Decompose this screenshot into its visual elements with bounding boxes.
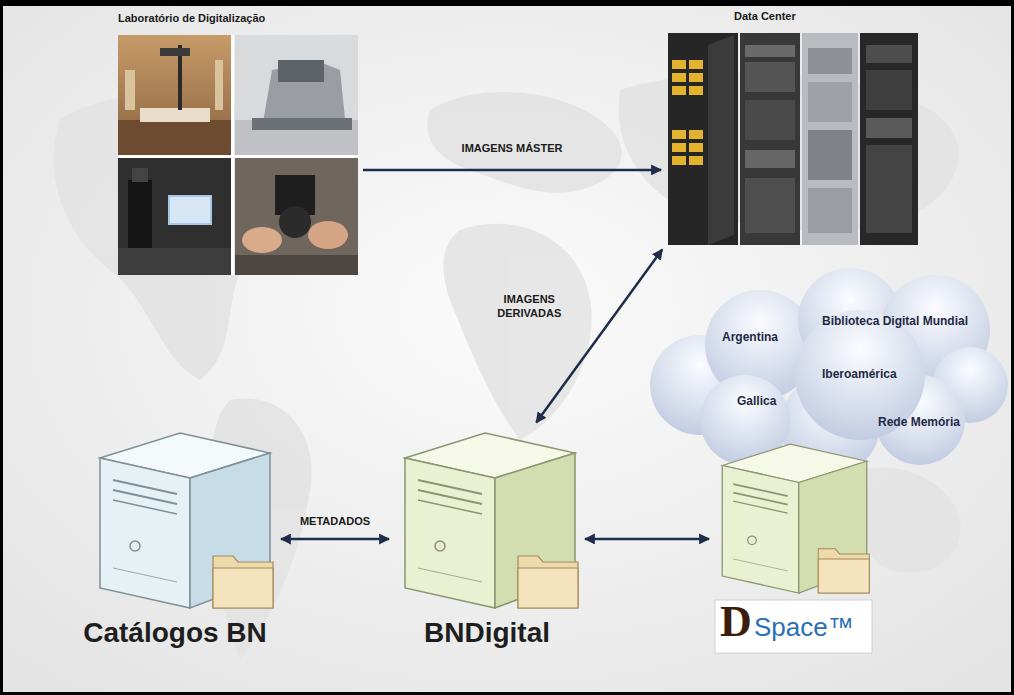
node-label: Iberoamérica <box>822 368 897 382</box>
cloud-node: Biblioteca Digital MundialArgentinaIbero… <box>635 285 1007 465</box>
server-node: BNDigital <box>392 425 582 653</box>
server-racks <box>668 33 918 245</box>
edge-label: IMAGENS DERIVADAS <box>487 292 571 321</box>
node-label: Argentina <box>722 331 778 345</box>
server-node: Catálogos BN <box>72 425 278 653</box>
data-center: Data Center <box>664 6 922 247</box>
cloud <box>650 268 1008 475</box>
lab-photos: Laboratório de Digitalização <box>116 8 360 278</box>
node-label: BNDigital <box>424 617 550 649</box>
connector-arrow <box>281 538 389 541</box>
photo-collage <box>118 35 358 275</box>
node-label: Biblioteca Digital Mundial <box>822 315 968 329</box>
server-node: DSpace™ <box>712 440 875 655</box>
node-label: D <box>720 600 752 644</box>
connector-arrow <box>585 538 709 541</box>
connector-arrow <box>536 249 662 422</box>
connector-arrow <box>363 169 661 172</box>
node-label: Space™ <box>754 614 854 640</box>
node-label: Catálogos BN <box>83 617 267 649</box>
node-label: Rede Memória <box>878 416 960 430</box>
node-label: Laboratório de Digitalização <box>118 12 265 25</box>
node-label: Data Center <box>734 10 796 23</box>
edge-label: METADADOS <box>300 514 370 528</box>
node-label: Gallica <box>737 395 776 409</box>
edge-label: IMAGENS MÁSTER <box>462 141 563 155</box>
